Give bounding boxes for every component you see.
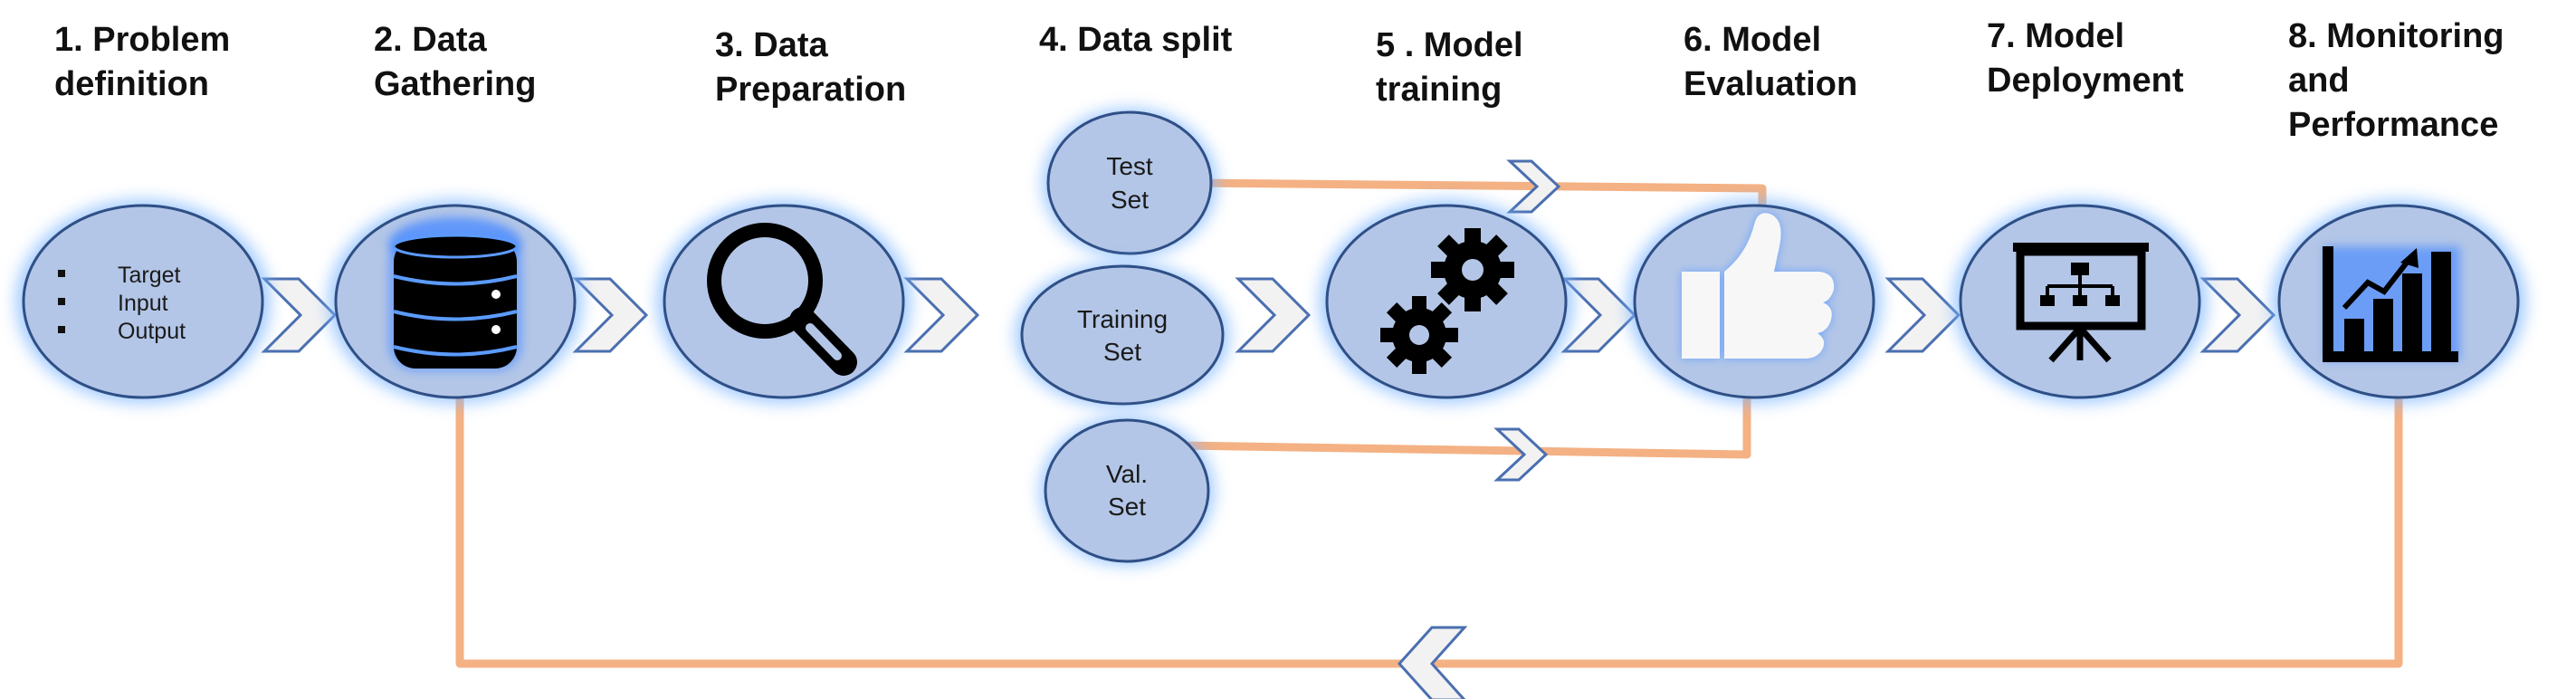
step-3-title: 3. Data Preparation: [715, 26, 907, 109]
chevron-4-5: [1235, 277, 1312, 353]
step-4-title: 4. Data split: [1039, 21, 1233, 59]
problem-item-input: Input: [118, 291, 168, 316]
step-2-circle: [329, 200, 582, 403]
step-6-title: 6. Model Evaluation: [1684, 21, 1858, 103]
gear-icon: [1431, 228, 1514, 311]
chevron-3-4: [903, 277, 980, 353]
chevron-2-3: [572, 277, 649, 353]
chevron-6-7: [1884, 277, 1961, 353]
gear-icon: [1380, 296, 1458, 374]
test-set-label-line1: Test: [1106, 152, 1153, 180]
step-1-circle: Target Input Output: [16, 200, 270, 403]
validation-set-circle: Val. Set: [1040, 417, 1214, 565]
retrain-loop-line: [455, 389, 2403, 668]
gears-icon: [1380, 228, 1514, 374]
problem-items-list: Target Input Output: [58, 263, 186, 344]
step-6-circle: [1627, 200, 1881, 403]
feedback-chevrons: [1397, 159, 1561, 699]
training-set-circle: Training Set: [1016, 263, 1229, 407]
test-set-circle: Test Set: [1043, 109, 1216, 257]
chevron-5-6: [1560, 277, 1637, 353]
validation-line-chevron: [1493, 427, 1549, 482]
validation-to-evaluation-line: [1180, 391, 1751, 459]
test-set-label-line2: Set: [1111, 186, 1149, 214]
step-7-title: 7. Model Deployment: [1987, 17, 2184, 100]
step-2-title: 2. Data Gathering: [374, 21, 537, 103]
bullet-marker: [58, 298, 65, 305]
presentation-board-icon: [2013, 243, 2149, 363]
validation-set-label-line1: Val.: [1106, 460, 1148, 488]
step-8-title: 8. Monitoring and Performance: [2288, 17, 2504, 144]
step-7-circle: [1953, 200, 2207, 403]
step-5-title: 5 . Model training: [1376, 26, 1523, 109]
validation-set-label-line2: Set: [1108, 493, 1146, 521]
step-3-circle: [657, 200, 911, 403]
database-icon: [388, 217, 522, 371]
training-set-label-line2: Set: [1103, 338, 1141, 366]
return-loop-chevron: [1397, 626, 1468, 699]
thumbs-up-icon: [1682, 213, 1835, 359]
test-line-chevron: [1506, 159, 1561, 214]
step-5-circle: [1320, 200, 1573, 403]
bullet-marker: [58, 270, 65, 277]
training-set-label-line1: Training: [1077, 305, 1168, 333]
magnifier-icon: [707, 223, 857, 376]
bullet-marker: [58, 326, 65, 333]
chevron-1-2: [261, 277, 338, 353]
chevron-7-8: [2199, 277, 2276, 353]
step-1-title: 1. Problem definition: [54, 21, 231, 103]
step-8-circle: [2272, 200, 2525, 403]
problem-item-output: Output: [118, 319, 186, 344]
flow-chevrons: [261, 277, 2276, 353]
problem-item-target: Target: [118, 263, 181, 288]
bar-chart-growth-icon: [2323, 246, 2460, 362]
